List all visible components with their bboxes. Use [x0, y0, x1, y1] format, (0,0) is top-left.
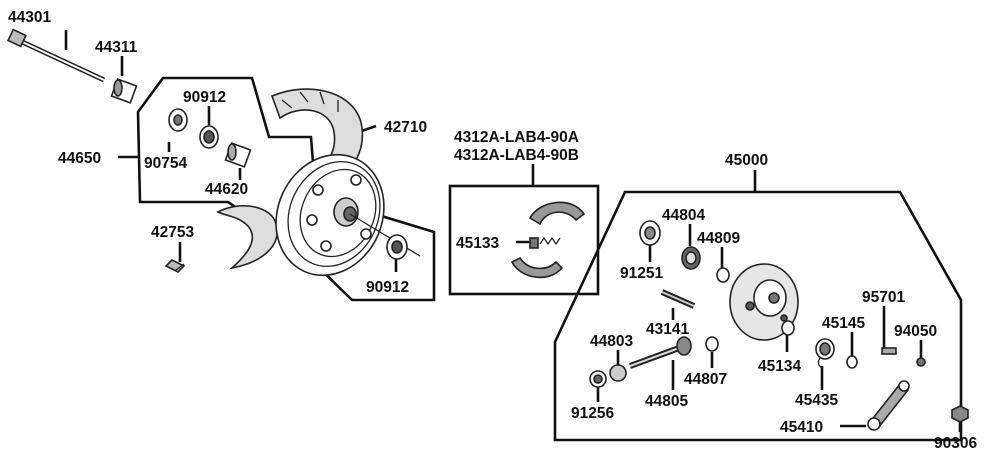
oil-seal-90754 — [168, 108, 188, 132]
brake-arm-45410 — [867, 380, 910, 431]
seal-91256 — [589, 370, 607, 388]
label-43141: 43141 — [646, 321, 689, 338]
label-45410: 45410 — [780, 419, 823, 436]
label-45134: 45134 — [758, 358, 801, 375]
cam-44805 — [628, 336, 692, 369]
axle-bolt-44301 — [7, 28, 106, 83]
label-44301: 44301 — [8, 9, 51, 26]
label-44650: 44650 — [58, 150, 101, 167]
label-90912-upper: 90912 — [183, 89, 226, 106]
label-90912-lower: 90912 — [366, 279, 409, 296]
label-91256: 91256 — [571, 405, 614, 422]
label-90754: 90754 — [144, 155, 187, 172]
label-44803: 44803 — [590, 333, 633, 350]
collar-44311 — [110, 78, 138, 104]
seal-44803 — [609, 364, 627, 382]
label-45000: 45000 — [725, 152, 768, 169]
nut-90306 — [951, 405, 969, 423]
label-95701: 95701 — [862, 289, 905, 306]
wheel-rim — [275, 153, 421, 277]
brake-panel — [729, 263, 799, 341]
washer-44809 — [716, 267, 730, 283]
label-45133: 45133 — [456, 235, 499, 252]
label-4312b: 4312A-LAB4-90B — [454, 147, 579, 164]
washer-45134 — [781, 320, 795, 336]
label-44804: 44804 — [662, 207, 705, 224]
bearing-90912-upper — [199, 125, 219, 149]
label-44620: 44620 — [205, 181, 248, 198]
label-45435: 45435 — [795, 392, 838, 409]
washer-44807 — [705, 336, 719, 352]
washer-45145 — [846, 355, 858, 369]
label-42710: 42710 — [384, 119, 427, 136]
oil-seal-91251 — [639, 220, 661, 246]
label-44805: 44805 — [645, 393, 688, 410]
spacer-44620 — [224, 142, 252, 168]
brake-shoe-set — [510, 201, 586, 279]
group-outline-45000 — [553, 190, 963, 442]
label-44807: 44807 — [684, 371, 727, 388]
gear-44804 — [681, 246, 701, 270]
label-90306: 90306 — [934, 435, 977, 452]
shaft-43141 — [660, 289, 696, 309]
label-94050: 94050 — [894, 323, 937, 340]
bearing-90912-lower — [386, 234, 408, 260]
label-91251: 91251 — [620, 265, 663, 282]
label-44809: 44809 — [697, 230, 740, 247]
spring-45435 — [815, 338, 835, 369]
label-45145: 45145 — [822, 315, 865, 332]
bolt-95701 — [881, 347, 897, 355]
label-42753: 42753 — [151, 224, 194, 241]
nut-94050 — [916, 357, 926, 367]
group-outline-brake-shoe — [448, 184, 600, 296]
valve-42753 — [164, 259, 186, 273]
label-44311: 44311 — [95, 39, 138, 56]
label-4312a: 4312A-LAB4-90A — [454, 129, 579, 146]
